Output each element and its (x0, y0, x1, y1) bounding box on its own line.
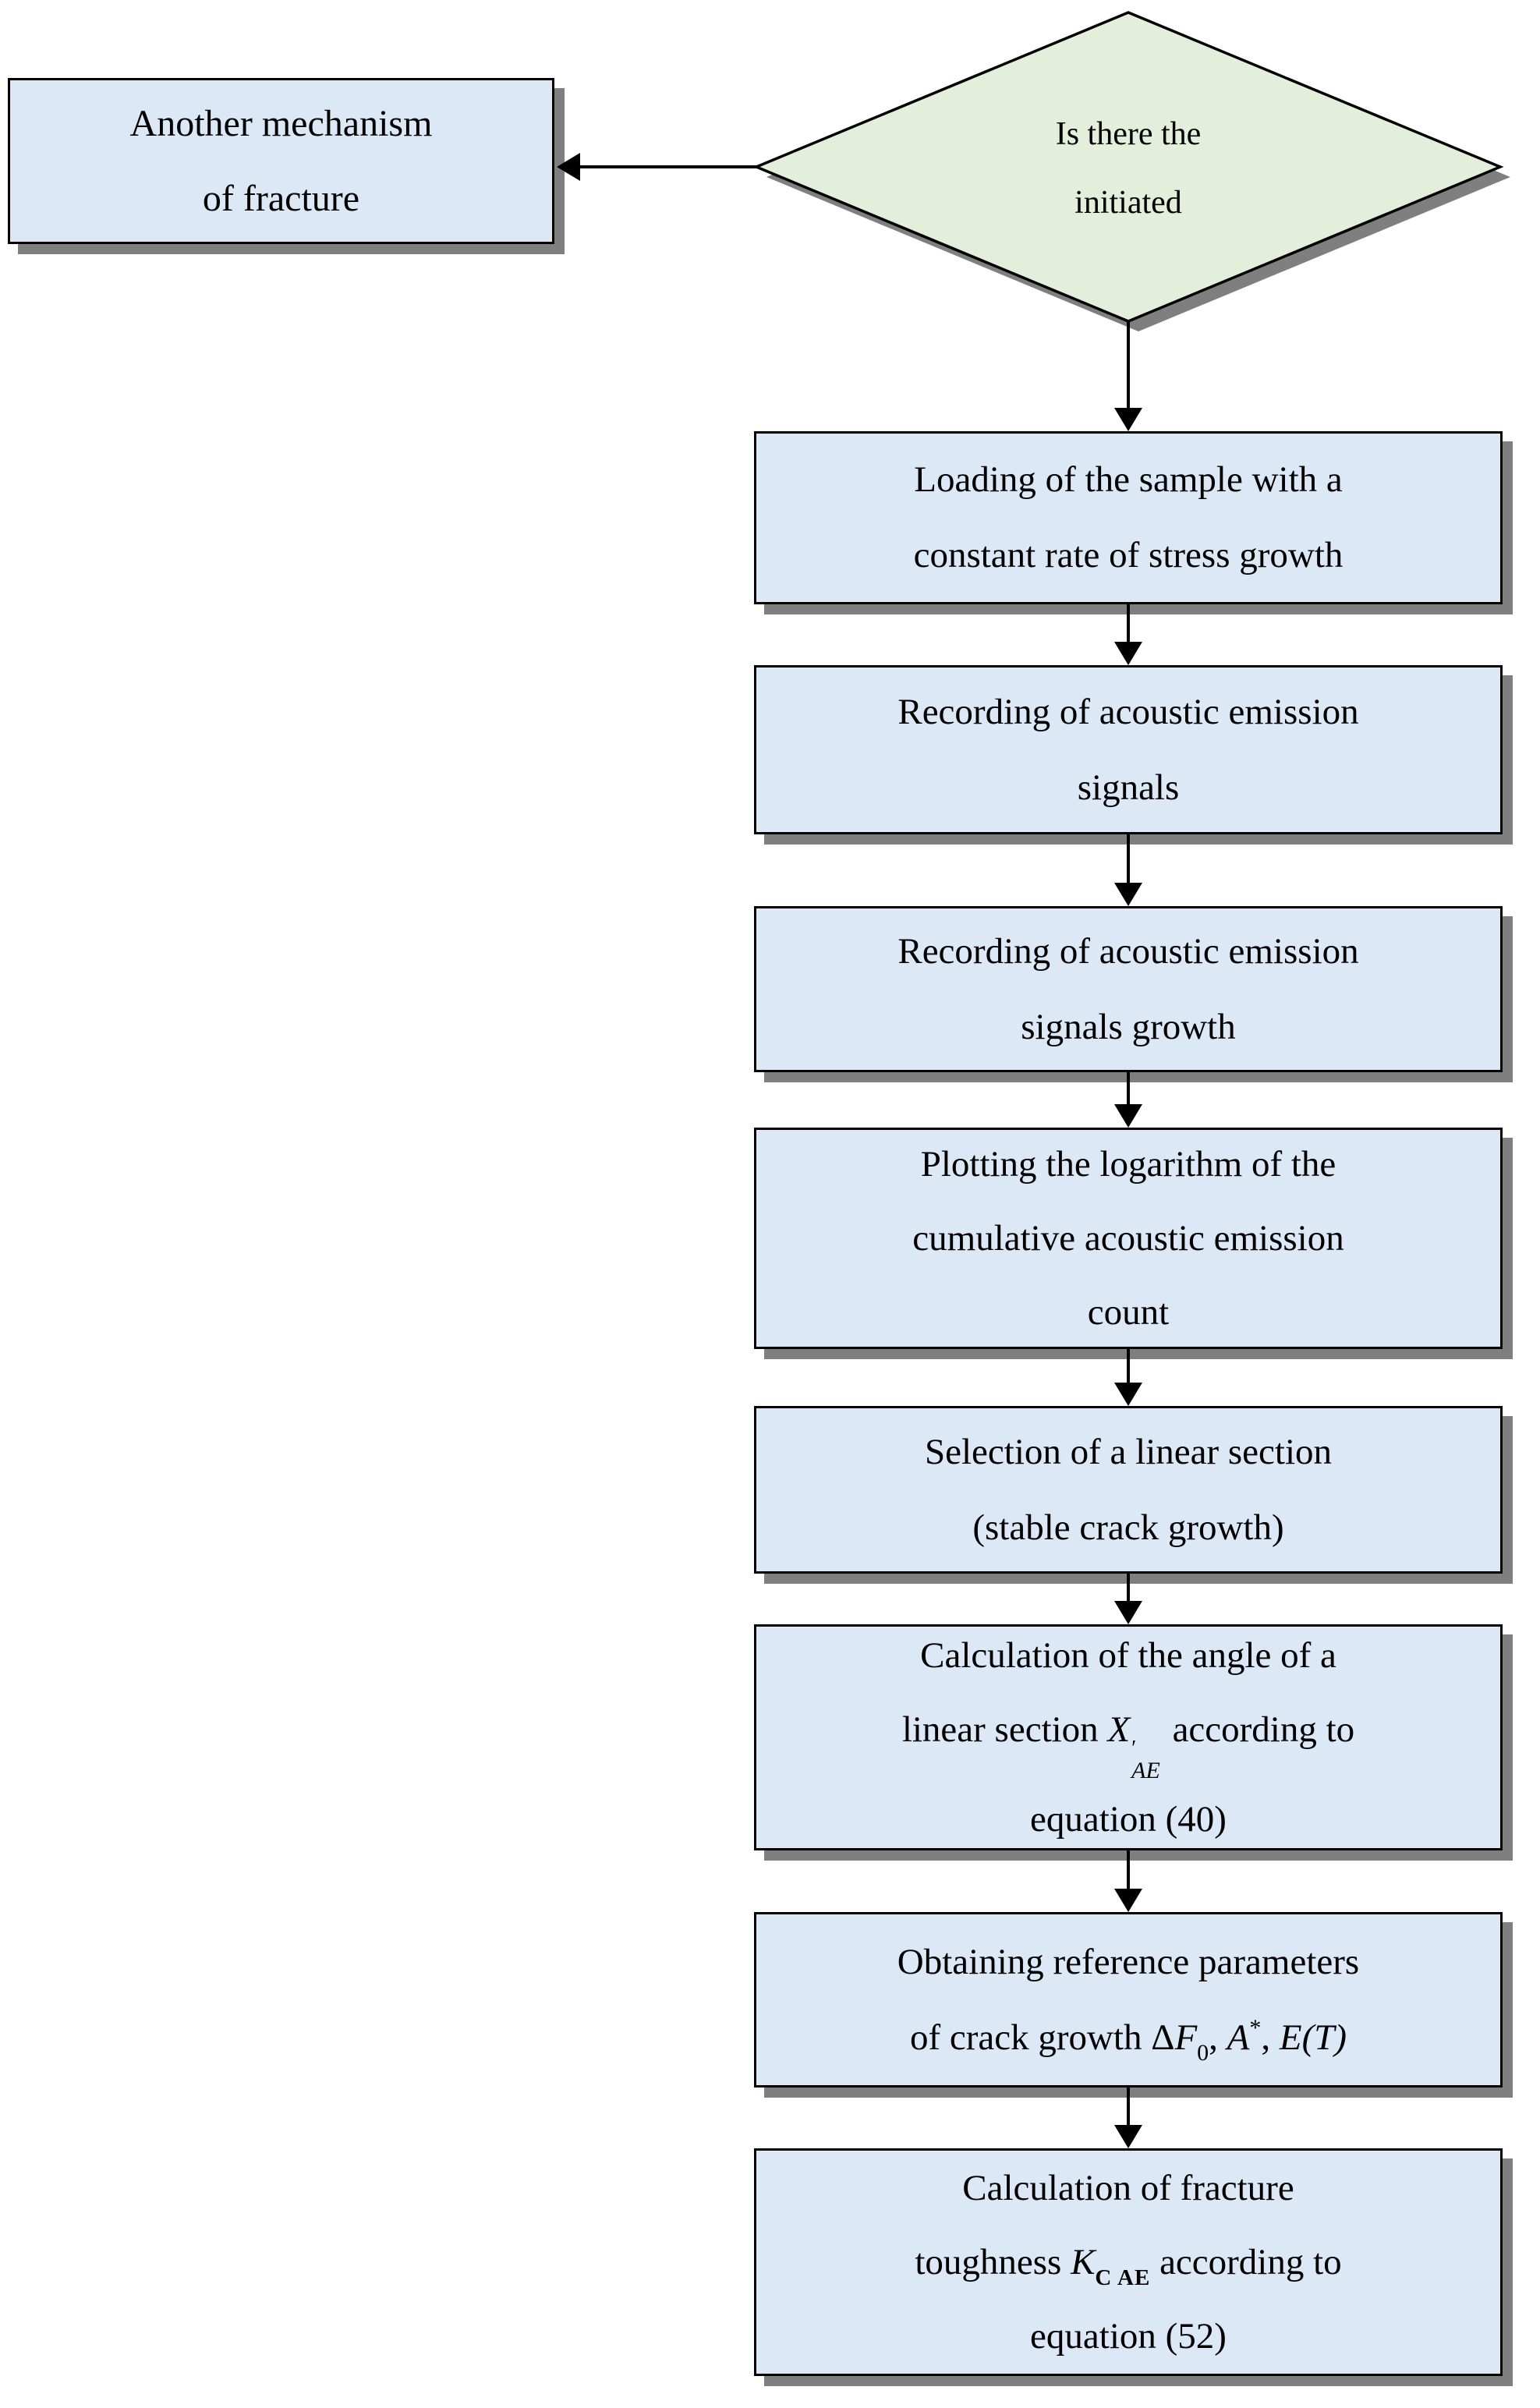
decision-label-line1: Is there the (1055, 116, 1202, 152)
decision-label: Is there the initiated (894, 100, 1362, 237)
decision-diamond (752, 11, 1510, 331)
arrow-reference-to-toughness (1114, 2085, 1142, 2148)
arrow-shaft (1127, 1571, 1130, 1604)
node-selection: Selection of a linear section (stable cr… (754, 1406, 1503, 1574)
node-toughness-line3: equation (52) (1030, 2315, 1227, 2357)
arrow-selection-to-angle (1114, 1571, 1142, 1624)
arrow-shaft (1127, 2085, 1130, 2128)
node-angle-line3: equation (40) (1030, 1798, 1227, 1840)
node-another-mechanism: Another mechanism of fracture (8, 78, 554, 244)
node-plotting: Plotting the logarithm of the cumulative… (754, 1128, 1503, 1349)
reference-symbol-A: A (1227, 2017, 1250, 2058)
node-loading-line1: Loading of the sample with a (914, 459, 1343, 500)
arrow-recording-to-recording-growth (1114, 832, 1142, 906)
node-recording-growth: Recording of acoustic emission signals g… (754, 906, 1503, 1072)
node-recording-line2: signals (1077, 767, 1180, 808)
node-another-mechanism-line1: Another mechanism (129, 102, 433, 144)
node-reference-line2: of crack growth ΔF0, A*, E(T) (910, 2000, 1347, 2076)
arrow-down-head (1114, 1889, 1142, 1912)
arrow-recording-growth-to-plotting (1114, 1070, 1142, 1128)
node-angle-line2-text2: according to (1163, 1709, 1355, 1750)
node-recording-growth-line2: signals growth (1021, 1006, 1236, 1047)
arrow-down-head (1114, 642, 1142, 665)
node-recording-line1: Recording of acoustic emission (897, 691, 1359, 732)
arrow-shaft (1127, 320, 1130, 411)
node-toughness: Calculation of fracture toughness KC AE … (754, 2148, 1503, 2376)
node-another-mechanism-line2: of fracture (202, 177, 360, 219)
arrow-loading-to-recording (1114, 602, 1142, 665)
arrow-down-head (1114, 883, 1142, 906)
arrow-decision-to-loading (1114, 320, 1142, 431)
reference-symbol-F-subscript: 0 (1197, 2039, 1209, 2066)
arrow-shaft (1127, 1848, 1130, 1892)
decision-label-line2: initiated (1074, 185, 1182, 221)
angle-symbol-subscript-AE: AE (1131, 1757, 1160, 1783)
node-recording-growth-line1: Recording of acoustic emission (897, 930, 1359, 972)
arrow-down-head (1114, 1601, 1142, 1624)
arrow-down-head (1114, 1104, 1142, 1128)
reference-symbol-A-superscript: * (1249, 2014, 1262, 2041)
node-reference: Obtaining reference parameters of crack … (754, 1912, 1503, 2088)
node-toughness-line2-text2: according to (1150, 2241, 1342, 2282)
arrow-shaft (1127, 602, 1130, 645)
node-angle-line2: linear section X′AE according to (902, 1693, 1354, 1783)
node-reference-line1: Obtaining reference parameters (897, 1941, 1360, 1982)
arrow-down-head (1114, 1383, 1142, 1406)
arrow-down-head (1114, 408, 1142, 431)
node-angle-line1: Calculation of the angle of a (920, 1634, 1336, 1676)
toughness-symbol-K-subscript: C AE (1095, 2265, 1151, 2290)
arrow-left-shaft (579, 165, 759, 168)
node-toughness-line2-text: toughness (915, 2241, 1071, 2282)
node-angle: Calculation of the angle of a linear sec… (754, 1624, 1503, 1850)
toughness-symbol-K: K (1071, 2241, 1096, 2282)
node-angle-line2-text: linear section (901, 1709, 1108, 1750)
node-recording: Recording of acoustic emission signals (754, 665, 1503, 834)
node-reference-line2-text: of crack growth Δ (909, 2017, 1175, 2058)
node-selection-line1: Selection of a linear section (924, 1431, 1333, 1472)
node-plotting-line1: Plotting the logarithm of the (920, 1143, 1336, 1185)
angle-symbol-stack: ′AE (1131, 1736, 1160, 1783)
node-toughness-line2: toughness KC AE according to (915, 2226, 1341, 2300)
node-selection-line2: (stable crack growth) (972, 1507, 1284, 1548)
angle-symbol-prime: ′ (1131, 1736, 1137, 1761)
reference-comma2: , (1261, 2017, 1280, 2058)
node-loading-line2: constant rate of stress growth (913, 535, 1344, 575)
arrow-shaft (1127, 1347, 1130, 1386)
node-toughness-line1: Calculation of fracture (962, 2167, 1294, 2208)
arrow-left-head (557, 153, 580, 181)
reference-comma1: , (1209, 2017, 1227, 2058)
node-plotting-line2: cumulative acoustic emission (912, 1217, 1344, 1259)
arrow-angle-to-reference (1114, 1848, 1142, 1912)
reference-symbol-F: F (1174, 2017, 1198, 2058)
arrow-down-head (1114, 2125, 1142, 2148)
angle-symbol-X: X (1107, 1709, 1131, 1750)
arrow-shaft (1127, 1070, 1130, 1107)
reference-symbol-E: E(T) (1279, 2017, 1347, 2058)
node-plotting-line3: count (1087, 1291, 1170, 1333)
arrow-decision-to-another-mechanism (557, 153, 759, 181)
arrow-plotting-to-selection (1114, 1347, 1142, 1406)
node-loading: Loading of the sample with a constant ra… (754, 431, 1503, 604)
arrow-shaft (1127, 832, 1130, 886)
